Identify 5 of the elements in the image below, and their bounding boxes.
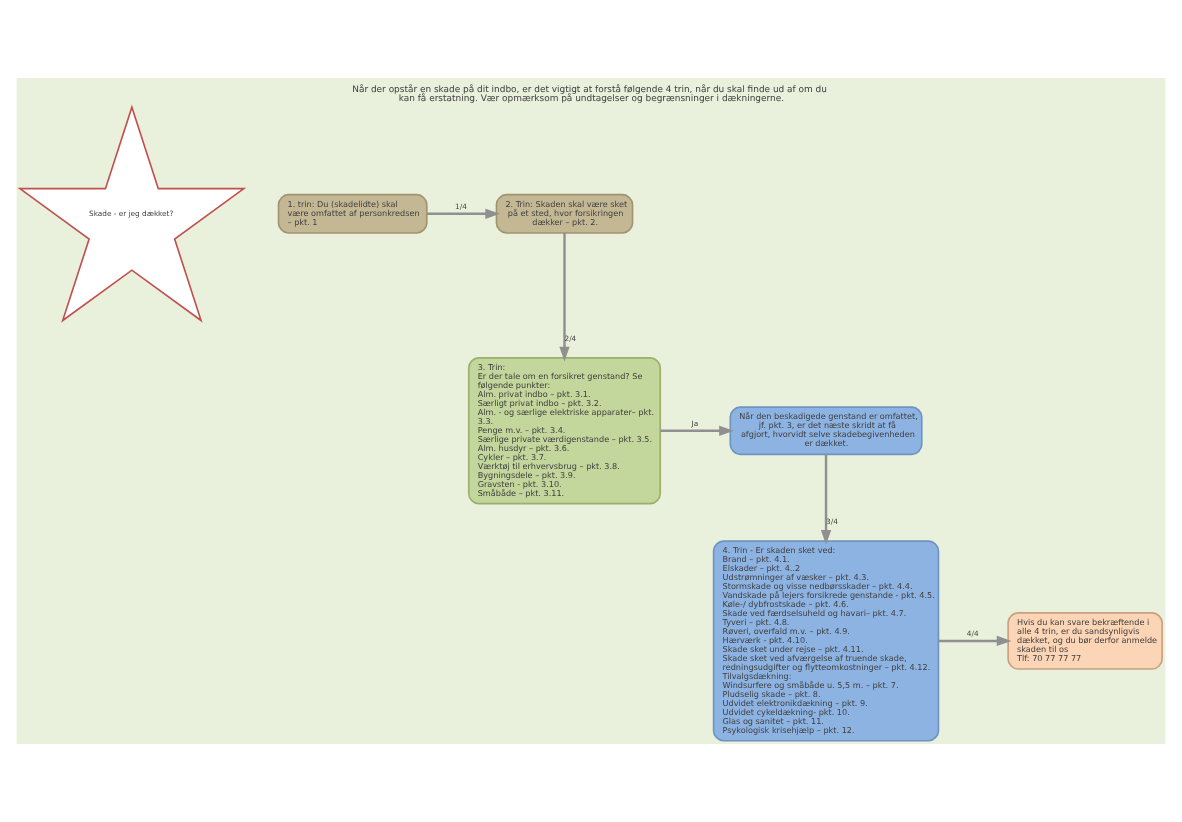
arrow <box>559 233 570 362</box>
arrow <box>660 425 734 436</box>
arrow <box>820 454 832 545</box>
arrow <box>427 208 500 219</box>
arrow <box>938 635 1012 647</box>
